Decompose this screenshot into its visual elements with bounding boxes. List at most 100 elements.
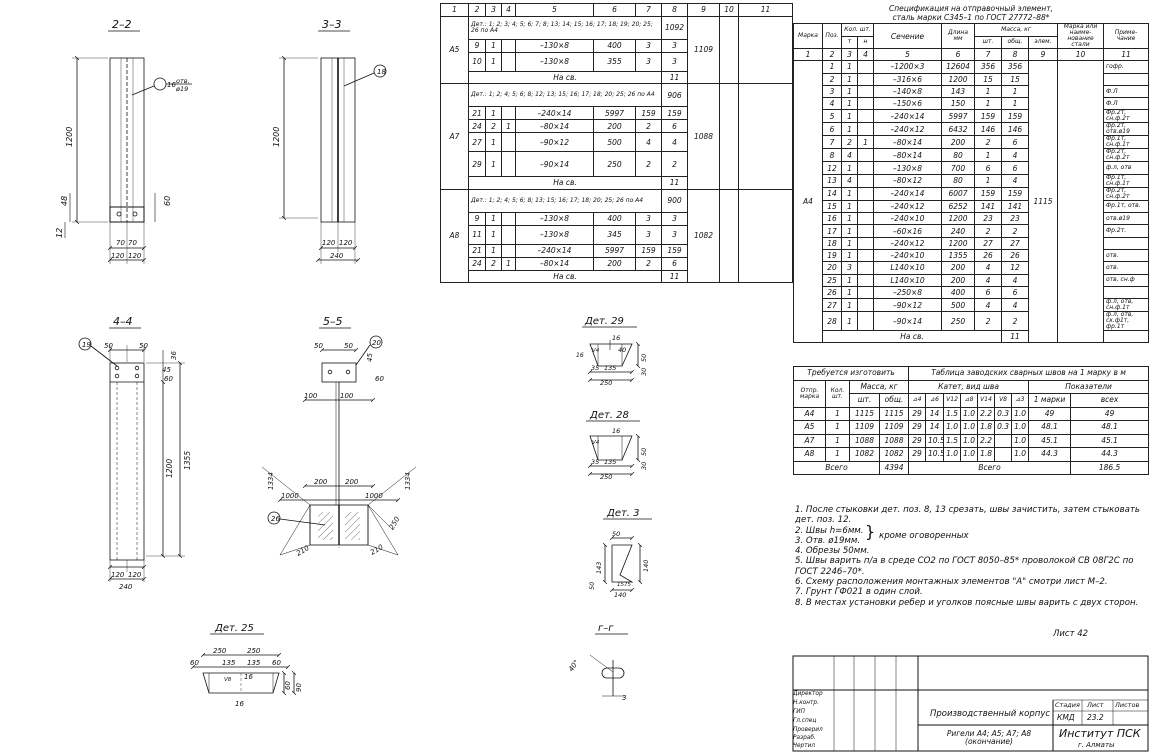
dim-135b: 135	[247, 659, 261, 667]
dim-143: 143	[595, 562, 603, 574]
role-developed: Разраб.	[793, 735, 816, 741]
detail-25: Дет. 25	[193, 623, 294, 693]
dim-50a: 50	[104, 342, 113, 350]
section-3-3: 3–3	[279, 18, 387, 264]
group-header: Дет.: 1; 2; 4; 5; 6; 8; 13; 15; 16; 17; …	[468, 188, 662, 213]
dim-1334a: 1334	[267, 472, 275, 490]
dim-1000b: 1000	[365, 492, 383, 500]
section-g-g: г–г	[589, 623, 628, 697]
note-8: 8. В местах установки ребер и уголков по…	[795, 597, 1139, 608]
section-2-2: 2–2	[64, 18, 192, 264]
dim-100b: 100	[340, 392, 354, 400]
dim-36: 36	[170, 351, 178, 360]
spec-title: Спецификация на отправочный элемент,стал…	[793, 3, 1149, 24]
dim-50: 50	[640, 448, 648, 456]
dim-135: 135	[604, 364, 616, 372]
dim-250: 250	[388, 515, 402, 531]
note-1: 1. После стыковки дет. поз. 8, 13 срезат…	[795, 505, 1140, 526]
stage-value: КМД	[1057, 713, 1075, 722]
dim-40: 40	[618, 346, 626, 354]
role-nkontr: Н.контр.	[793, 700, 819, 706]
role-drawn: Чертил	[793, 743, 816, 749]
group-mass-header: 900	[661, 188, 688, 213]
detail-25-dims: 250 250 60 135 135 60 16 V8 60 90 16	[190, 647, 303, 708]
dim-60b: 60	[272, 659, 281, 667]
stage-header: Стадия	[1055, 701, 1080, 709]
dim-240: 240	[330, 252, 344, 260]
dim-50b: 50	[344, 342, 353, 350]
view-title: Дет. 29	[584, 316, 624, 327]
callout-number: 19	[82, 341, 91, 349]
dim-60-side: 60	[284, 681, 292, 690]
detail-28-dims: 16 V4 50 135 35 30 250	[591, 427, 648, 481]
table-row: 101–130×835533ф.л, отв, фр.1т	[441, 51, 793, 72]
group-mark: A5	[440, 15, 469, 84]
section-4-4: 4–4	[78, 315, 185, 582]
dim-135a: 135	[222, 659, 236, 667]
sheet-header: Лист	[1087, 701, 1104, 709]
dim-45: 45	[366, 353, 374, 362]
weld-row: На св.11	[441, 176, 793, 190]
view-title: Дет. 3	[606, 508, 640, 519]
drawing-title: Ригели А4; А5; А7; А8 (окончание)	[946, 729, 1032, 746]
weld-size: 16	[612, 427, 620, 435]
callout-number: 16	[167, 81, 176, 89]
group-mass-header: 906	[661, 83, 688, 107]
dim-60: 60	[163, 196, 172, 206]
weld-row: На св.11	[794, 330, 1150, 344]
dim-210a: 210	[295, 544, 311, 558]
view-title: 3–3	[322, 18, 342, 31]
dim-1200: 1200	[165, 459, 174, 478]
role-gip: ГИП	[793, 709, 805, 715]
weld-mark: V4	[592, 348, 600, 354]
dim-1000a: 1000	[281, 492, 299, 500]
dim-90-side: 90	[295, 683, 303, 692]
group-total-mass: 1082	[687, 188, 720, 283]
object-name: Производственный корпус	[930, 709, 1051, 719]
dim-angle: 40°	[567, 658, 581, 673]
dim-70b: 70	[128, 239, 137, 247]
view-title: 4–4	[113, 315, 133, 328]
spec-header: Марка Поз. Кол. шт. Сечение Длина мм Мас…	[793, 23, 1150, 49]
view-title: Дет. 25	[214, 623, 254, 634]
note-7: 7. Грунт ГФ021 в один слой.	[795, 587, 923, 598]
note-2: 2. Швы h=6мм.	[795, 525, 864, 536]
group-total-mass: 1109	[687, 15, 720, 84]
weld-total-row: Всего 4394 Всего 186.5	[793, 460, 1150, 475]
dim-60: 60	[375, 375, 384, 383]
organization: Институт ПСК	[1059, 727, 1141, 740]
group-total-mass: 1088	[687, 83, 720, 190]
detail-3: Дет. 3	[603, 508, 652, 590]
dim-50-top: 50	[612, 530, 620, 538]
detail-3-dims: 50 140 143 50 140 15 75	[588, 530, 650, 599]
spec-elem-mass: 1115	[1028, 60, 1058, 344]
view-title: 5–5	[323, 315, 343, 328]
callout-number: 20	[372, 339, 381, 347]
notes-brace-label: кроме оговоренных	[879, 531, 969, 541]
callout-number: 18	[377, 68, 386, 76]
sheet-value: 23.2	[1087, 713, 1104, 722]
dim-120b: 120	[339, 239, 353, 247]
dim-250a: 250	[213, 647, 227, 655]
view-title: 2–2	[112, 18, 132, 31]
weld-table: Требуется изготовить Таблица заводских с…	[792, 366, 1150, 475]
